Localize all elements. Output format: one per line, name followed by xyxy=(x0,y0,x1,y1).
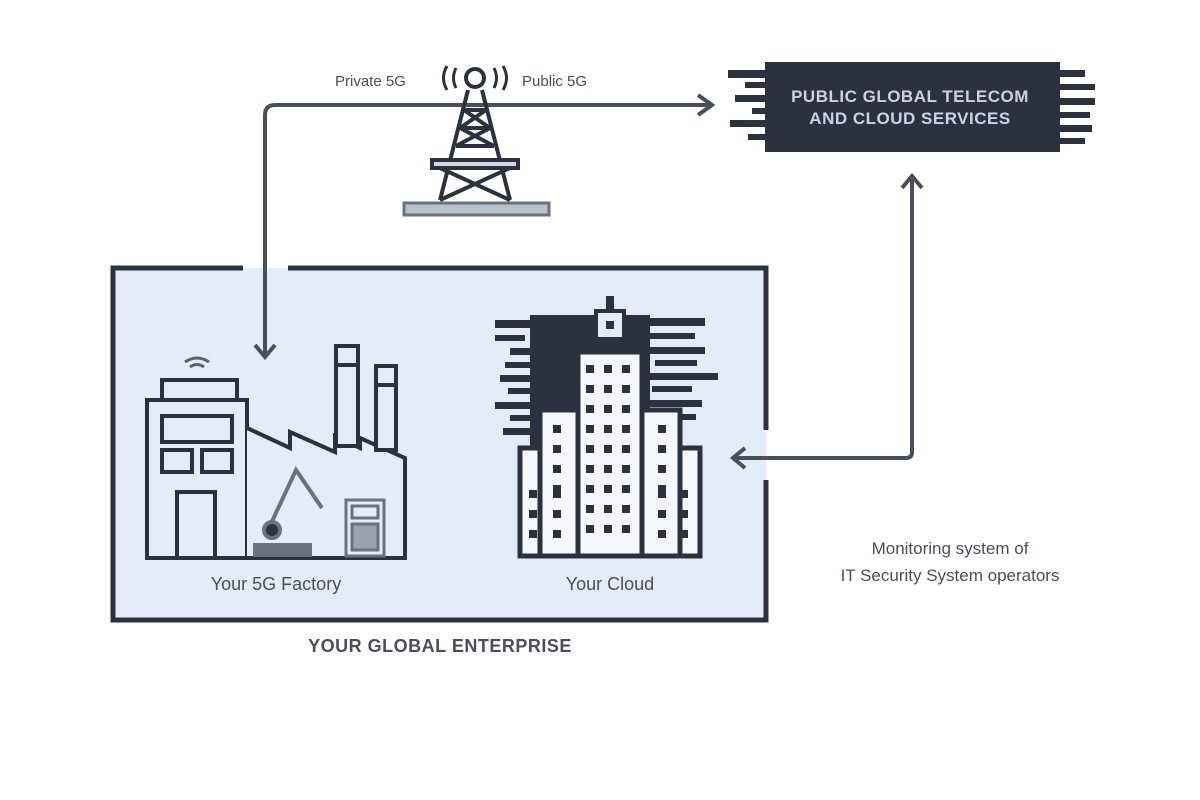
window xyxy=(586,405,594,413)
window xyxy=(680,490,688,498)
window xyxy=(553,510,561,518)
window xyxy=(622,525,630,533)
window xyxy=(622,445,630,453)
window xyxy=(604,385,612,393)
window xyxy=(529,490,537,498)
window xyxy=(586,465,594,473)
enterprise-title: YOUR GLOBAL ENTERPRISE xyxy=(308,636,572,656)
factory-label: Your 5G Factory xyxy=(210,574,342,594)
connector-cloud-link xyxy=(729,172,924,470)
window xyxy=(622,505,630,513)
machine-icon xyxy=(344,498,386,558)
monitoring-line2: IT Security System operators xyxy=(840,566,1060,585)
window xyxy=(586,485,594,493)
window xyxy=(553,485,561,493)
window xyxy=(553,445,561,453)
window xyxy=(553,490,561,498)
public-5g-label: Public 5G xyxy=(522,73,588,90)
window xyxy=(658,490,666,498)
cloud-services-title: PUBLIC GLOBAL TELECOM AND CLOUD SERVICES xyxy=(760,86,1060,130)
window xyxy=(604,365,612,373)
window xyxy=(586,445,594,453)
window xyxy=(586,425,594,433)
window xyxy=(622,405,630,413)
window xyxy=(553,465,561,473)
window xyxy=(622,465,630,473)
cell-tower-icon xyxy=(402,65,551,217)
your-cloud-label: Your Cloud xyxy=(565,574,655,594)
window xyxy=(586,385,594,393)
building-windows xyxy=(529,365,688,538)
window xyxy=(622,425,630,433)
window xyxy=(604,445,612,453)
window xyxy=(658,445,666,453)
window xyxy=(604,405,612,413)
monitoring-line1: Monitoring system of xyxy=(871,539,1029,558)
monitoring-caption: Monitoring system of IT Security System … xyxy=(800,535,1100,589)
window xyxy=(604,425,612,433)
window xyxy=(604,505,612,513)
window xyxy=(658,425,666,433)
city-cloud-icon xyxy=(495,296,718,559)
window xyxy=(553,425,561,433)
arrow-down-icon xyxy=(253,343,277,361)
window xyxy=(622,485,630,493)
window xyxy=(586,525,594,533)
window xyxy=(586,365,594,373)
arrow-left-icon xyxy=(729,446,747,470)
arrow-right-icon xyxy=(696,93,716,117)
window xyxy=(553,530,561,538)
window xyxy=(604,485,612,493)
cloud-services-badge xyxy=(728,62,1095,152)
window xyxy=(604,525,612,533)
connector-5g-link xyxy=(253,93,716,361)
factory-icon xyxy=(145,344,407,560)
wifi-icon xyxy=(184,356,210,369)
window xyxy=(658,530,666,538)
window xyxy=(658,485,666,493)
window xyxy=(680,510,688,518)
window xyxy=(529,510,537,518)
window xyxy=(604,465,612,473)
private-5g-label: Private 5G xyxy=(335,73,406,90)
arrow-up-icon xyxy=(900,172,924,190)
window xyxy=(680,530,688,538)
robot-arm-icon xyxy=(253,465,324,557)
window xyxy=(529,530,537,538)
window xyxy=(658,465,666,473)
window xyxy=(622,365,630,373)
cloud-services-line1: PUBLIC GLOBAL TELECOM xyxy=(791,87,1029,106)
window xyxy=(658,510,666,518)
cloud-services-line2: AND CLOUD SERVICES xyxy=(809,109,1011,128)
window xyxy=(586,505,594,513)
window xyxy=(622,385,630,393)
